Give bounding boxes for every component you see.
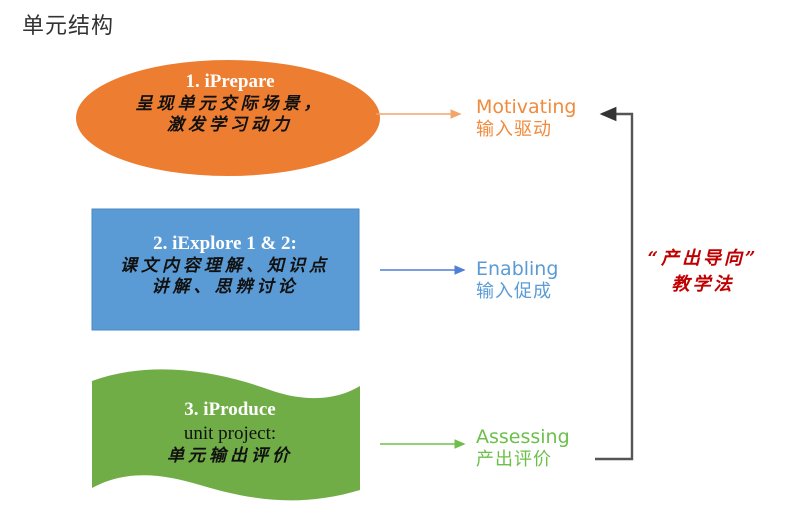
stage-2-title: 2. iExplore 1 & 2: — [153, 233, 297, 254]
method-label-line-1: “产出导向” — [647, 248, 759, 269]
stage-3-desc-line-1: 单元输出评价 — [167, 445, 293, 466]
phase-enabling-cn: 输入促成 — [476, 280, 552, 302]
stage-3-title: 3. iProduce — [184, 399, 276, 420]
phase-assessing-en: Assessing — [476, 426, 570, 448]
stage-2-desc-line-1: 课文内容理解、知识点 — [120, 255, 330, 276]
stage-3-wave — [92, 369, 360, 501]
phase-assessing-cn: 产出评价 — [476, 448, 552, 470]
stage-1-ellipse — [76, 60, 380, 176]
method-label: “产出导向” 教学法 — [628, 246, 778, 298]
phase-motivating-cn: 输入驱动 — [476, 118, 552, 140]
stage-3-subtitle: unit project: — [183, 422, 277, 444]
feedback-bracket — [595, 106, 634, 461]
page-title: 单元结构 — [22, 14, 115, 39]
stage-2-rectangle — [91, 208, 360, 331]
phase-motivating-en: Motivating — [476, 96, 577, 118]
stage-2-desc-line-2: 讲解、思辨讨论 — [151, 277, 299, 297]
phase-assessing: Assessing 产出评价 — [476, 426, 570, 470]
phase-enabling: Enabling 输入促成 — [476, 258, 558, 302]
method-label-line-2: 教学法 — [671, 274, 735, 296]
stage-3-text: 3. iProduce unit project: 单元输出评价 — [90, 398, 370, 467]
stage-1-text: 1. iPrepare 呈现单元交际场景， 激发学习动力 — [80, 70, 380, 136]
stage-1-desc-line-2: 激发学习动力 — [167, 115, 293, 135]
phase-enabling-en: Enabling — [476, 258, 559, 280]
stage-2-text: 2. iExplore 1 & 2: 课文内容理解、知识点 讲解、思辨讨论 — [90, 232, 360, 298]
stage-1-desc-line-1: 呈现单元交际场景， — [135, 93, 325, 114]
phase-motivating: Motivating 输入驱动 — [476, 96, 576, 140]
stage-1-title: 1. iPrepare — [185, 71, 275, 92]
